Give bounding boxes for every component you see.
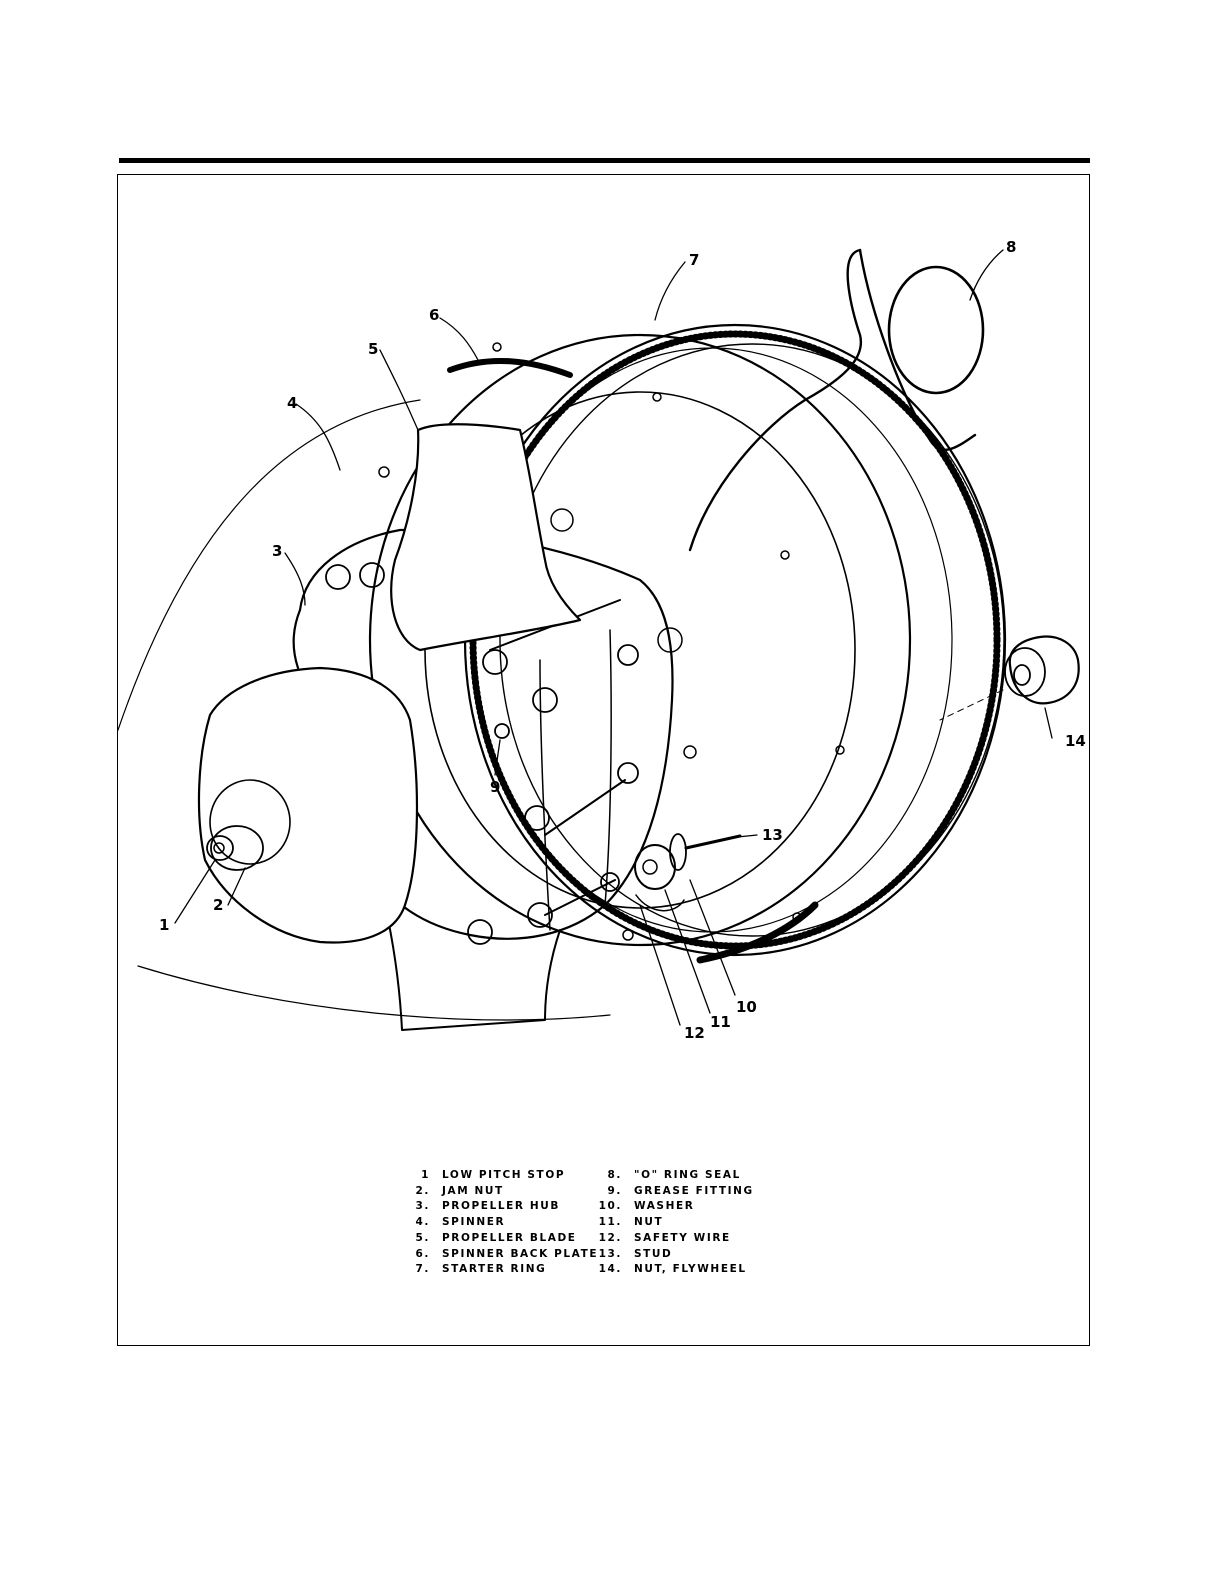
legend-item: 5.PROPELLER BLADE [404, 1231, 598, 1247]
callout-2: 2 [213, 896, 223, 914]
callout-6: 6 [429, 306, 439, 324]
legend-item: 6.SPINNER BACK PLATE [404, 1247, 598, 1263]
grease-fitting [495, 724, 509, 738]
legend-item: 13.STUD [596, 1247, 754, 1263]
callout-5: 5 [368, 340, 378, 358]
callout-7: 7 [689, 251, 699, 269]
legend-item: 14.NUT, FLYWHEEL [596, 1262, 754, 1278]
legend-item: 11.NUT [596, 1215, 754, 1231]
legend-item: 8."O" RING SEAL [596, 1168, 754, 1184]
callout-8: 8 [1006, 238, 1016, 256]
legend-item: 10.WASHER [596, 1199, 754, 1215]
flywheel-nut [940, 637, 1079, 720]
legend-right-column: 8."O" RING SEAL 9.GREASE FITTING 10.WASH… [596, 1168, 754, 1278]
legend-item: 12.SAFETY WIRE [596, 1231, 754, 1247]
callout-1: 1 [159, 916, 169, 934]
callout-11: 11 [710, 1013, 731, 1031]
callout-4: 4 [287, 394, 297, 412]
legend-item: 2.JAM NUT [404, 1184, 598, 1200]
callout-12: 12 [684, 1024, 705, 1042]
callout-10: 10 [736, 998, 757, 1016]
stud-assembly [635, 834, 740, 911]
callout-13: 13 [762, 826, 783, 844]
o-ring-seal [690, 250, 983, 550]
spinner-lower-outline [138, 966, 610, 1020]
legend-item: 7.STARTER RING [404, 1262, 598, 1278]
legend-item: 9.GREASE FITTING [596, 1184, 754, 1200]
legend-item: 3.PROPELLER HUB [404, 1199, 598, 1215]
legend-item: 4.SPINNER [404, 1215, 598, 1231]
callout-9: 9 [490, 778, 500, 796]
callout-14: 14 [1065, 732, 1086, 750]
hub-front-cap [199, 668, 417, 943]
callout-3: 3 [272, 542, 282, 560]
